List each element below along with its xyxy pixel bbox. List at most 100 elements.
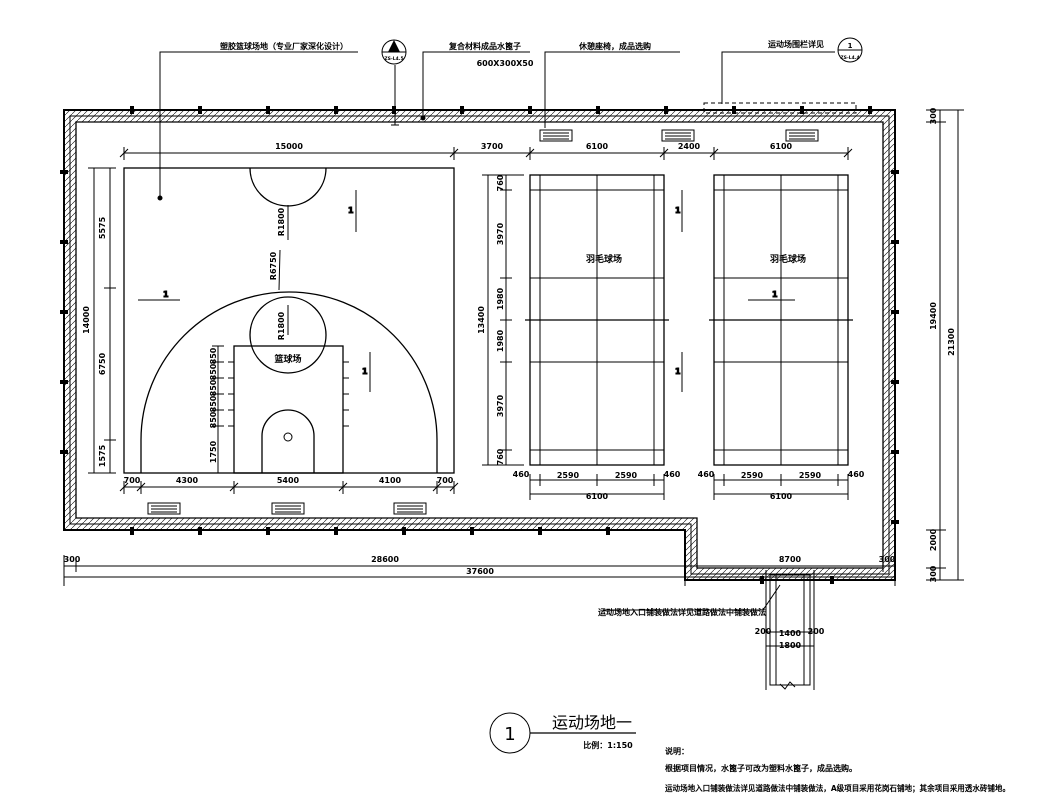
svg-text:14000: 14000 bbox=[82, 306, 91, 334]
svg-text:700: 700 bbox=[124, 476, 141, 485]
title-scale: 比例：1:150 bbox=[583, 740, 633, 750]
svg-text:1980: 1980 bbox=[496, 329, 505, 352]
svg-text:6100: 6100 bbox=[586, 492, 609, 501]
svg-text:ZS-L4.4: ZS-L4.4 bbox=[840, 55, 859, 61]
svg-text:850: 850 bbox=[209, 347, 218, 364]
callout-leaders bbox=[157, 51, 835, 611]
dim-top: 15000 3700 6100 2400 6100 bbox=[119, 142, 853, 160]
svg-text:6750: 6750 bbox=[98, 352, 107, 375]
svg-text:4100: 4100 bbox=[379, 476, 402, 485]
detail-symbol-2: 1 ZS-L4.4 bbox=[837, 37, 863, 63]
svg-text:8700: 8700 bbox=[779, 555, 802, 564]
basketball-court-label: 篮球场 bbox=[273, 353, 301, 365]
svg-text:1: 1 bbox=[675, 206, 681, 215]
drawing-title: 1 运动场地一 比例：1:150 bbox=[489, 712, 636, 754]
svg-text:1: 1 bbox=[348, 206, 354, 215]
svg-text:460: 460 bbox=[513, 470, 530, 479]
title-number: 1 bbox=[504, 724, 515, 745]
entrance-path: 200 1400 200 1800 bbox=[755, 570, 825, 690]
detail-symbol-1: 1 ZS-L4.5 bbox=[381, 39, 407, 65]
notes-line-2: 运动场地入口铺装做法详见道路做法中铺装做法，A级项目采用花岗石铺地；其余项目采用… bbox=[665, 783, 1010, 794]
svg-text:2590: 2590 bbox=[741, 471, 764, 480]
callout-water-grate: 复合材料成品水篦子 bbox=[448, 41, 521, 51]
svg-text:28600: 28600 bbox=[371, 555, 399, 564]
svg-text:1: 1 bbox=[675, 367, 681, 376]
svg-text:700: 700 bbox=[437, 476, 454, 485]
svg-text:1: 1 bbox=[362, 367, 368, 376]
svg-text:200: 200 bbox=[808, 627, 825, 636]
slope-markers: 1 1 1 1 1 1 bbox=[138, 190, 795, 392]
badminton-court-1: 羽毛球场 bbox=[525, 174, 669, 466]
svg-text:1: 1 bbox=[392, 45, 396, 52]
svg-text:19400: 19400 bbox=[929, 302, 938, 330]
svg-text:13400: 13400 bbox=[477, 306, 486, 334]
svg-text:2000: 2000 bbox=[929, 528, 938, 551]
svg-text:300: 300 bbox=[64, 555, 81, 564]
svg-text:2400: 2400 bbox=[678, 142, 701, 151]
callout-bench: 休憩座椅，成品选购 bbox=[578, 41, 651, 51]
svg-text:760: 760 bbox=[496, 174, 505, 191]
dim-basketball-key: 1750 850 850 850 850 850 bbox=[209, 345, 224, 474]
fence-gate bbox=[703, 102, 857, 114]
badminton-court-2-label: 羽毛球场 bbox=[770, 253, 806, 265]
svg-text:ZS-L4.5: ZS-L4.5 bbox=[384, 56, 403, 62]
callout-fence: 运动场围栏详见 bbox=[768, 39, 824, 49]
dim-right: 300 19400 21300 2000 300 bbox=[926, 107, 964, 582]
dim-basketball-bottom: 700 4300 5400 4100 700 bbox=[119, 476, 459, 494]
svg-text:460: 460 bbox=[698, 470, 715, 479]
svg-text:460: 460 bbox=[848, 470, 865, 479]
svg-text:1800: 1800 bbox=[779, 641, 802, 650]
dim-badminton-bottom-1: 460 2590 2590 460 6100 bbox=[513, 470, 681, 501]
svg-text:6100: 6100 bbox=[586, 142, 609, 151]
svg-text:2590: 2590 bbox=[615, 471, 638, 480]
svg-text:300: 300 bbox=[879, 555, 896, 564]
svg-text:37600: 37600 bbox=[466, 567, 494, 576]
svg-text:21300: 21300 bbox=[947, 328, 956, 356]
dim-badminton-left: 760 3970 1980 13400 1980 3970 760 bbox=[477, 174, 524, 466]
benches bbox=[147, 129, 819, 515]
svg-text:6100: 6100 bbox=[770, 142, 793, 151]
notes-heading: 说明： bbox=[665, 746, 689, 756]
notes: 说明： 根据项目情况，水篦子可改为塑料水篦子，成品选购。 运动场地入口铺装做法详… bbox=[665, 746, 1010, 794]
callout-basketball: 塑胶篮球场地（专业厂家深化设计） bbox=[220, 41, 348, 51]
svg-text:200: 200 bbox=[755, 627, 772, 636]
svg-text:1400: 1400 bbox=[779, 629, 802, 638]
svg-text:1: 1 bbox=[848, 42, 853, 50]
svg-text:6100: 6100 bbox=[770, 492, 793, 501]
svg-text:460: 460 bbox=[664, 470, 681, 479]
dim-basketball-left: 5575 14000 6750 1575 bbox=[82, 167, 116, 474]
svg-text:R1800: R1800 bbox=[277, 207, 286, 236]
svg-text:850: 850 bbox=[209, 395, 218, 412]
svg-text:4300: 4300 bbox=[176, 476, 199, 485]
svg-text:1575: 1575 bbox=[98, 444, 107, 467]
svg-text:2590: 2590 bbox=[799, 471, 822, 480]
svg-text:15000: 15000 bbox=[275, 142, 303, 151]
svg-text:5400: 5400 bbox=[277, 476, 300, 485]
svg-text:R6750: R6750 bbox=[269, 251, 278, 280]
svg-text:1980: 1980 bbox=[496, 287, 505, 310]
notes-line-1: 根据项目情况，水篦子可改为塑料水篦子，成品选购。 bbox=[665, 763, 857, 773]
title-name: 运动场地一 bbox=[552, 713, 632, 732]
svg-text:300: 300 bbox=[929, 107, 938, 124]
basketball-radius-labels: R1800 R1800 R6750 bbox=[269, 205, 289, 340]
svg-text:3970: 3970 bbox=[496, 394, 505, 417]
svg-text:3970: 3970 bbox=[496, 222, 505, 245]
badminton-court-1-label: 羽毛球场 bbox=[586, 253, 622, 265]
svg-text:R1800: R1800 bbox=[277, 311, 286, 340]
dim-badminton-bottom-2: 460 2590 2590 460 6100 bbox=[698, 470, 865, 501]
badminton-court-2: 羽毛球场 bbox=[709, 174, 853, 466]
svg-text:760: 760 bbox=[496, 448, 505, 465]
callout-water-grate-size: 600X300X50 bbox=[477, 59, 534, 68]
svg-text:850: 850 bbox=[209, 411, 218, 428]
dim-bottom: 300 28600 37600 8700 300 bbox=[63, 555, 896, 586]
svg-text:850: 850 bbox=[209, 363, 218, 380]
svg-text:5575: 5575 bbox=[98, 216, 107, 239]
svg-text:3700: 3700 bbox=[481, 142, 504, 151]
svg-text:300: 300 bbox=[929, 565, 938, 582]
svg-text:2590: 2590 bbox=[557, 471, 580, 480]
fence-posts bbox=[60, 106, 899, 584]
basketball-court: 篮球场 bbox=[123, 167, 455, 474]
svg-text:1: 1 bbox=[772, 290, 778, 299]
svg-text:1: 1 bbox=[163, 290, 169, 299]
